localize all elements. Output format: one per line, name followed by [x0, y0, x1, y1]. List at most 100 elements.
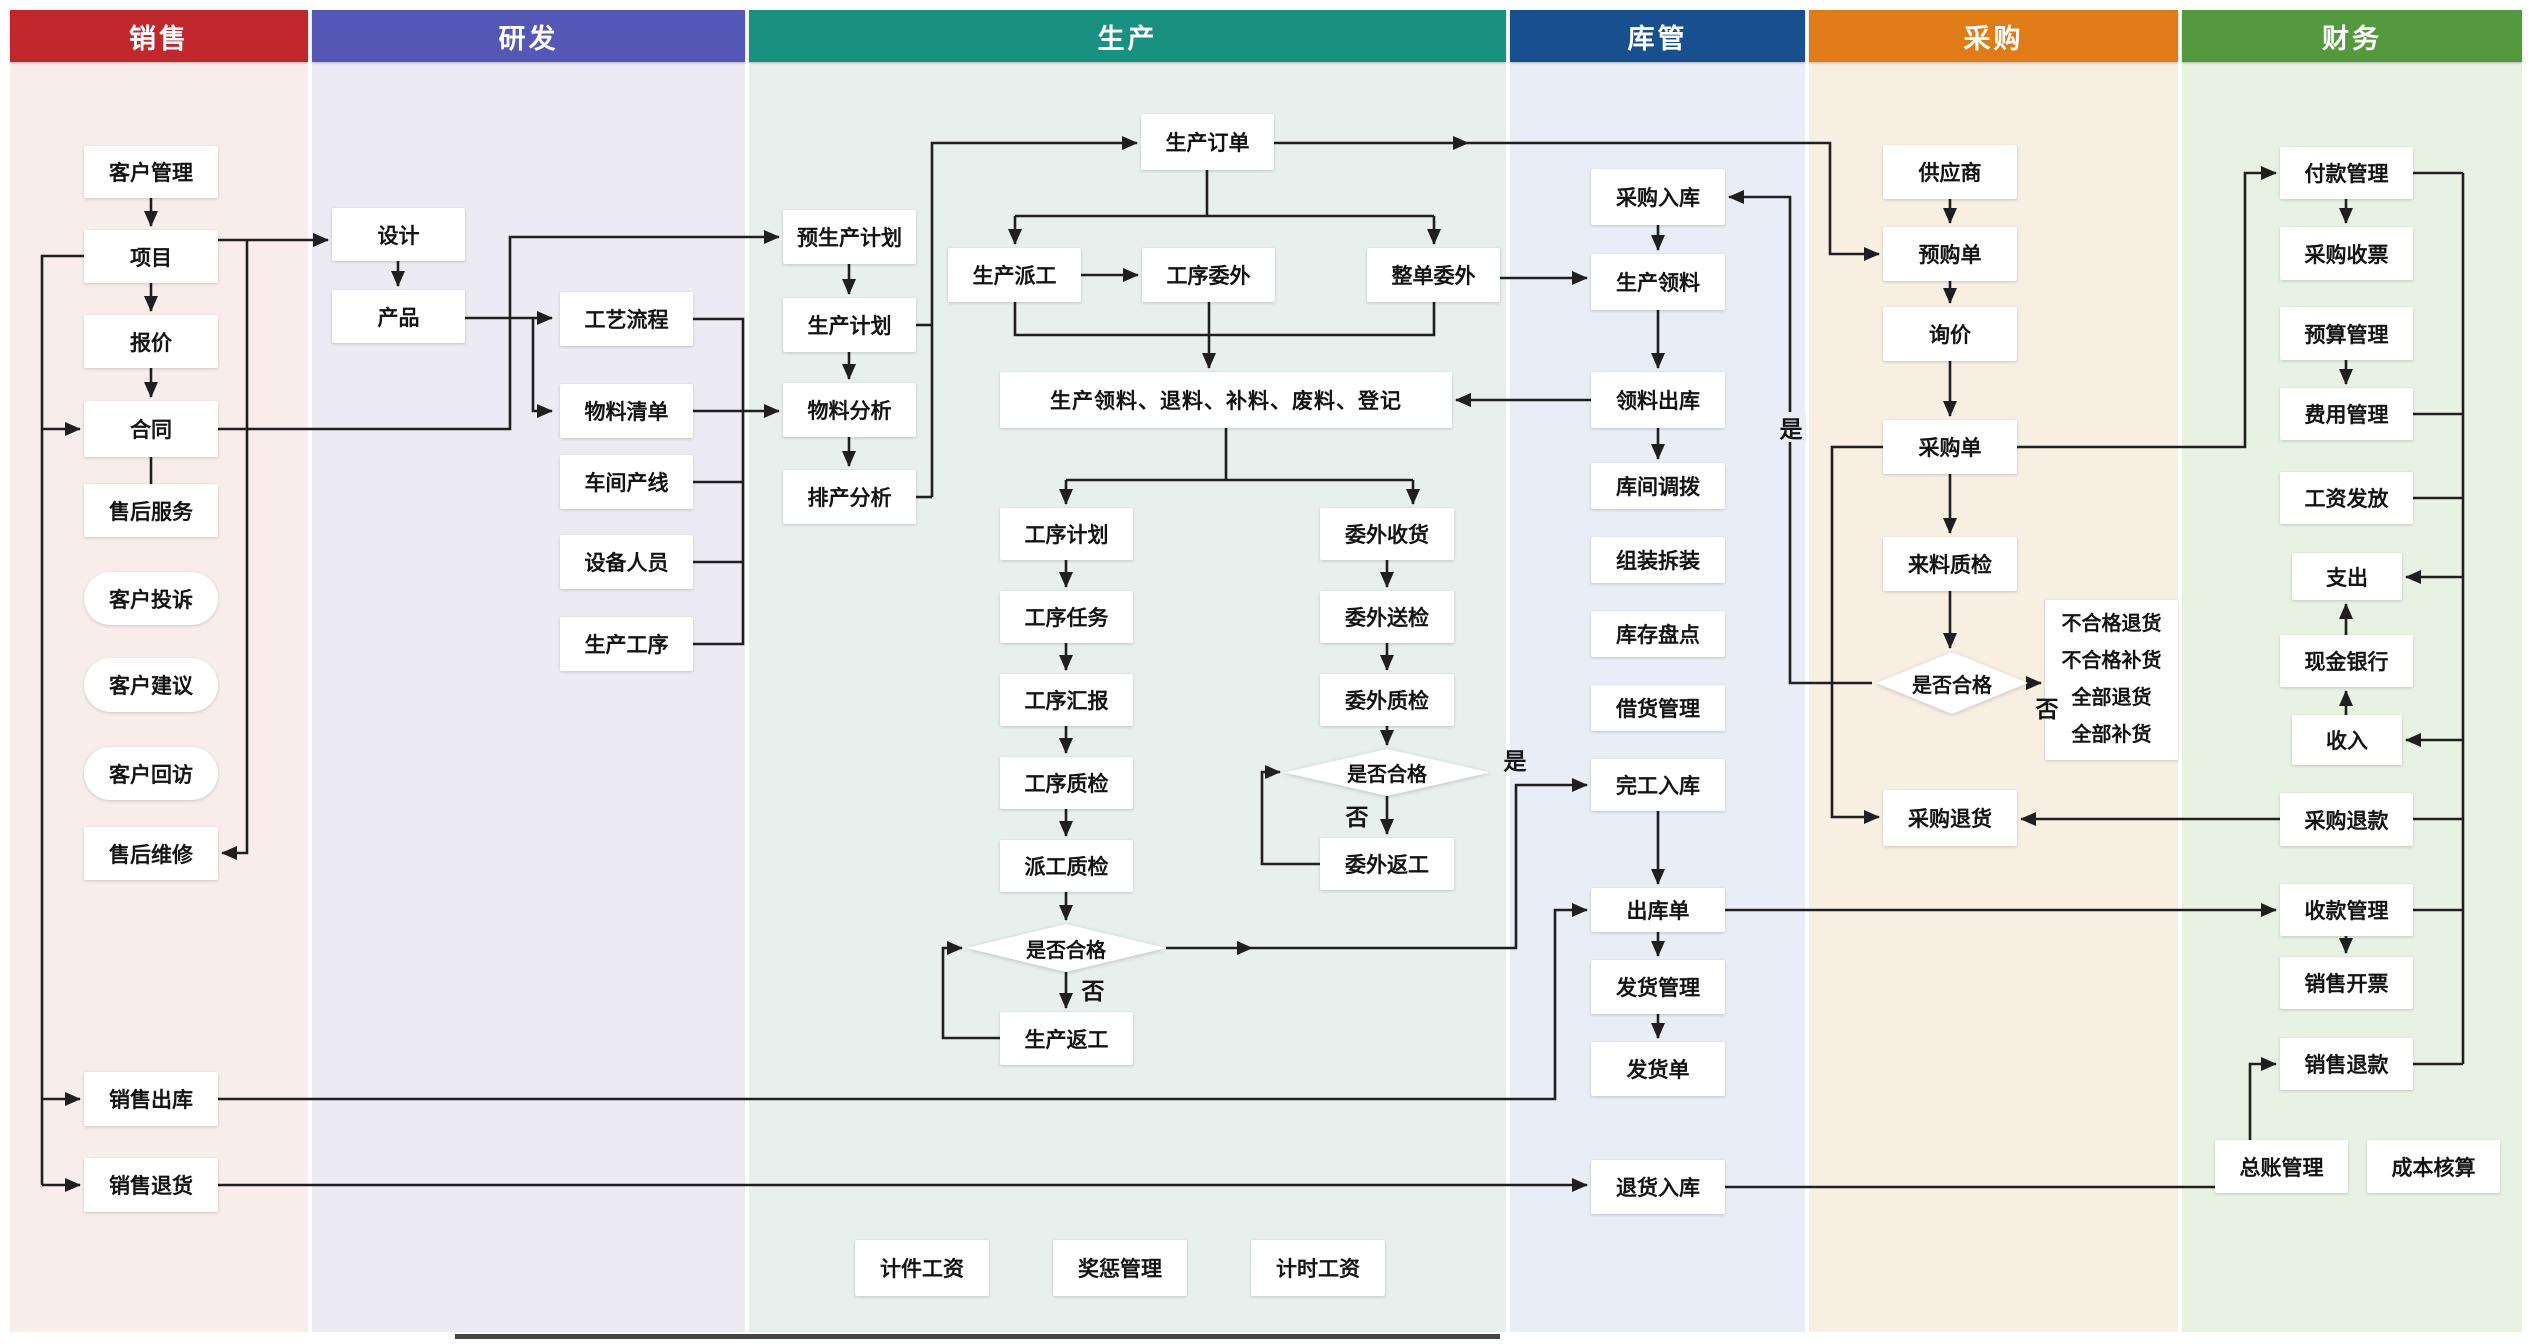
- process-inspection[interactable]: 工序质检: [1000, 757, 1133, 809]
- finished-inbound[interactable]: 完工入库: [1591, 759, 1725, 811]
- outbound-order-label: 出库单: [1626, 900, 1690, 923]
- customer-complaint[interactable]: 客户投诉: [84, 572, 218, 625]
- customer-suggestion[interactable]: 客户建议: [84, 658, 218, 712]
- production-dispatch[interactable]: 生产派工: [948, 248, 1081, 302]
- label-yes-finished: 是: [1503, 748, 1527, 774]
- process-report[interactable]: 工序汇报: [1000, 674, 1133, 726]
- production-plan[interactable]: 生产计划: [783, 298, 916, 352]
- sales-invoicing[interactable]: 销售开票: [2280, 957, 2413, 1009]
- piecework-salary[interactable]: 计件工资: [855, 1240, 989, 1296]
- qualified-production[interactable]: 是否合格: [966, 924, 1166, 972]
- outsourcing-inspection[interactable]: 委外质检: [1320, 674, 1454, 726]
- product-label: 产品: [377, 306, 420, 330]
- project[interactable]: 项目: [84, 230, 218, 283]
- qualified-purchase[interactable]: 是否合格: [1876, 652, 2028, 714]
- label-yes-purchase: 是: [1776, 412, 1806, 442]
- cost-accounting[interactable]: 成本核算: [2367, 1140, 2500, 1193]
- sales-refund[interactable]: 销售退款: [2280, 1038, 2413, 1090]
- process-report-label: 工序汇报: [1024, 690, 1109, 713]
- payment-management-label: 付款管理: [2304, 163, 2389, 186]
- general-ledger[interactable]: 总账管理: [2215, 1140, 2348, 1193]
- picking-outbound[interactable]: 领料出库: [1591, 372, 1725, 428]
- pre-purchase-order[interactable]: 预购单: [1883, 227, 2017, 281]
- edge-58: [218, 903, 1588, 1101]
- reward-punishment[interactable]: 奖惩管理: [1053, 1240, 1187, 1296]
- process-inspection-label: 工序质检: [1024, 773, 1109, 796]
- footer-scroll-bar[interactable]: [455, 1334, 1500, 1339]
- production-picking[interactable]: 生产领料: [1591, 254, 1725, 310]
- bom[interactable]: 物料清单: [560, 384, 693, 438]
- loan-management[interactable]: 借货管理: [1591, 685, 1725, 731]
- customer-management[interactable]: 客户管理: [84, 146, 218, 198]
- whole-order-outsourcing[interactable]: 整单委外: [1367, 248, 1500, 302]
- purchase-return[interactable]: 采购退货: [1883, 790, 2017, 846]
- label-no-outsourcing: 否: [1345, 804, 1369, 830]
- contract[interactable]: 合同: [84, 401, 218, 457]
- finished-inbound-label: 完工入库: [1616, 775, 1700, 798]
- return-inbound[interactable]: 退货入库: [1591, 1160, 1725, 1214]
- nonconforming-options[interactable]: 不合格退货不合格补货全部退货全部补货: [2045, 600, 2178, 760]
- assembly-disassembly[interactable]: 组装拆装: [1591, 537, 1725, 583]
- material-register-wide[interactable]: 生产领料、退料、补料、废料、登记: [1000, 372, 1452, 428]
- production-order[interactable]: 生产订单: [1141, 114, 1274, 170]
- sales-outbound[interactable]: 销售出库: [84, 1072, 218, 1126]
- design-label: 设计: [377, 224, 420, 248]
- hourly-salary[interactable]: 计时工资: [1251, 1240, 1385, 1296]
- budget-management[interactable]: 预算管理: [2280, 307, 2413, 360]
- edge-31: [1209, 302, 1436, 337]
- shipping-management[interactable]: 发货管理: [1591, 960, 1725, 1014]
- purchase-order[interactable]: 采购单: [1883, 420, 2017, 474]
- outbound-order[interactable]: 出库单: [1591, 888, 1725, 932]
- purchase-return-label: 采购退货: [1908, 808, 1992, 831]
- outsourcing-rework[interactable]: 委外返工: [1320, 838, 1454, 890]
- expenditure[interactable]: 支出: [2292, 553, 2402, 600]
- process-outsourcing[interactable]: 工序委外: [1142, 248, 1275, 302]
- sales-refund-label: 销售退款: [2304, 1054, 2389, 1077]
- purchase-inbound[interactable]: 采购入库: [1591, 169, 1725, 225]
- warehouse-transfer[interactable]: 库间调拨: [1591, 463, 1725, 509]
- warehouse-transfer-label: 库间调拨: [1616, 476, 1700, 499]
- quotation[interactable]: 报价: [84, 315, 218, 368]
- workshop-line[interactable]: 车间产线: [560, 455, 693, 509]
- sales-return[interactable]: 销售退货: [84, 1158, 218, 1212]
- salary-payment[interactable]: 工资发放: [2280, 472, 2413, 524]
- production-plan-label: 生产计划: [807, 315, 892, 338]
- supplier[interactable]: 供应商: [1883, 145, 2017, 199]
- design[interactable]: 设计: [332, 208, 465, 261]
- after-sales-repair[interactable]: 售后维修: [84, 827, 218, 880]
- product[interactable]: 产品: [332, 290, 465, 343]
- dispatch-inspection[interactable]: 派工质检: [1000, 840, 1133, 892]
- purchase-refund[interactable]: 采购退款: [2280, 793, 2413, 846]
- material-analysis[interactable]: 物料分析: [783, 383, 916, 437]
- qualified-outsourcing[interactable]: 是否合格: [1284, 749, 1490, 796]
- picking-outbound-label: 领料出库: [1616, 390, 1700, 413]
- payment-management[interactable]: 付款管理: [2280, 147, 2413, 199]
- process-task[interactable]: 工序任务: [1000, 591, 1133, 643]
- dispatch-inspection-label: 派工质检: [1024, 856, 1109, 879]
- outsourcing-submission[interactable]: 委外送检: [1320, 591, 1454, 643]
- process-flow[interactable]: 工艺流程: [560, 292, 693, 346]
- pre-production-plan[interactable]: 预生产计划: [783, 210, 916, 264]
- process-plan[interactable]: 工序计划: [1000, 508, 1133, 560]
- shipping-order[interactable]: 发货单: [1591, 1042, 1725, 1096]
- incoming-inspection[interactable]: 来料质检: [1883, 537, 2017, 591]
- customer-revisit[interactable]: 客户回访: [84, 747, 218, 800]
- expense-management[interactable]: 费用管理: [2280, 388, 2413, 440]
- receivables-management[interactable]: 收款管理: [2280, 884, 2413, 936]
- cash-bank[interactable]: 现金银行: [2280, 635, 2413, 687]
- stock-taking[interactable]: 库存盘点: [1591, 611, 1725, 657]
- inquiry[interactable]: 询价: [1883, 307, 2017, 361]
- lane-production-label: 生产: [1097, 23, 1158, 54]
- equipment-staff[interactable]: 设备人员: [560, 535, 693, 589]
- scheduling-analysis[interactable]: 排产分析: [783, 470, 916, 524]
- after-sales-service[interactable]: 售后服务: [84, 484, 218, 537]
- production-rework[interactable]: 生产返工: [1000, 1012, 1133, 1065]
- customer-management-label: 客户管理: [109, 162, 193, 185]
- production-process[interactable]: 生产工序: [560, 617, 693, 671]
- lane-warehouse-header: 库管: [1510, 10, 1805, 62]
- purchase-invoice[interactable]: 采购收票: [2280, 227, 2413, 280]
- income[interactable]: 收入: [2292, 715, 2402, 765]
- incoming-inspection-label: 来料质检: [1908, 554, 1992, 577]
- outsourcing-receiving[interactable]: 委外收货: [1320, 508, 1454, 560]
